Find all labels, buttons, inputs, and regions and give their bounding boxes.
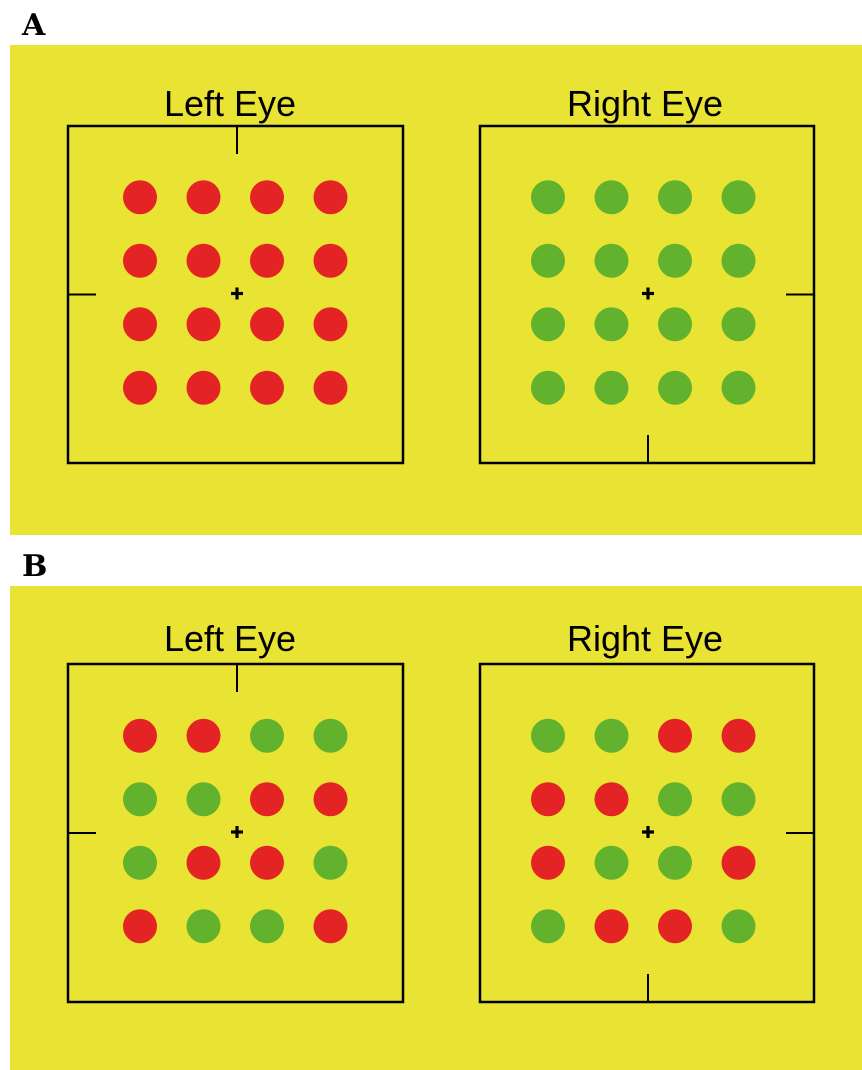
fixation-cross <box>231 826 243 838</box>
dot-green <box>531 243 565 278</box>
dot-green <box>531 718 565 753</box>
dot-green <box>721 307 756 342</box>
panel-letter: A <box>21 8 46 43</box>
dot-red <box>531 782 565 817</box>
dot-red <box>250 370 284 405</box>
dot-green <box>658 370 692 405</box>
panel-letter: B <box>22 549 47 584</box>
dot-red <box>313 370 348 405</box>
dot-green <box>594 370 629 405</box>
dot-red <box>658 909 692 944</box>
dot-red <box>250 243 284 278</box>
dot-green <box>594 243 629 278</box>
dot-red <box>531 845 565 880</box>
dot-red <box>313 243 348 278</box>
eye-title: Left Eye <box>164 618 296 659</box>
dot-red <box>594 782 629 817</box>
dot-red <box>186 307 221 342</box>
dot-red <box>123 909 157 944</box>
dot-red <box>123 307 157 342</box>
dot-green <box>186 909 221 944</box>
dot-red <box>250 845 284 880</box>
dot-green <box>531 909 565 944</box>
dot-green <box>313 718 348 753</box>
dot-green <box>721 243 756 278</box>
dot-green <box>594 307 629 342</box>
panel-a: A Left Eye Right Eye <box>10 8 862 535</box>
dot-red <box>250 307 284 342</box>
dot-red <box>186 370 221 405</box>
dot-red <box>313 307 348 342</box>
eye-title: Right Eye <box>567 83 723 124</box>
fixation-cross <box>642 826 654 838</box>
dot-green <box>658 782 692 817</box>
dot-green <box>658 180 692 215</box>
dot-red <box>721 845 756 880</box>
dot-red <box>250 180 284 215</box>
dot-green <box>250 909 284 944</box>
dot-green <box>250 718 284 753</box>
dot-green <box>531 180 565 215</box>
eye-title: Right Eye <box>567 618 723 659</box>
dot-red <box>186 718 221 753</box>
fixation-cross <box>642 287 654 300</box>
dot-green <box>123 782 157 817</box>
dot-red <box>313 909 348 944</box>
dot-red <box>123 180 157 215</box>
dot-green <box>313 845 348 880</box>
dot-green <box>531 307 565 342</box>
dot-red <box>186 243 221 278</box>
dot-red <box>123 243 157 278</box>
dot-green <box>594 718 629 753</box>
dot-red <box>186 845 221 880</box>
eye-title: Left Eye <box>164 83 296 124</box>
dot-red <box>123 718 157 753</box>
dot-green <box>594 180 629 215</box>
dot-green <box>658 243 692 278</box>
dot-red <box>313 180 348 215</box>
dot-green <box>123 845 157 880</box>
dot-green <box>721 909 756 944</box>
dot-green <box>658 307 692 342</box>
dot-green <box>594 845 629 880</box>
panel-background <box>10 586 862 1070</box>
dot-red <box>594 909 629 944</box>
panel-b: B Left Eye Right Eye <box>10 549 862 1070</box>
panel-background <box>10 45 862 535</box>
fixation-cross <box>231 287 243 300</box>
dot-red <box>186 180 221 215</box>
dot-green <box>721 782 756 817</box>
eye-view-right: Right Eye <box>478 83 816 465</box>
dot-red <box>721 718 756 753</box>
eye-view-left: Left Eye <box>66 83 405 465</box>
dot-green <box>531 370 565 405</box>
dot-green <box>658 845 692 880</box>
dot-green <box>186 782 221 817</box>
dot-red <box>313 782 348 817</box>
dot-green <box>721 370 756 405</box>
dot-red <box>123 370 157 405</box>
dot-red <box>658 718 692 753</box>
eye-view-right: Right Eye <box>478 618 816 1004</box>
eye-view-left: Left Eye <box>66 618 405 1004</box>
dot-red <box>250 782 284 817</box>
dot-green <box>721 180 756 215</box>
